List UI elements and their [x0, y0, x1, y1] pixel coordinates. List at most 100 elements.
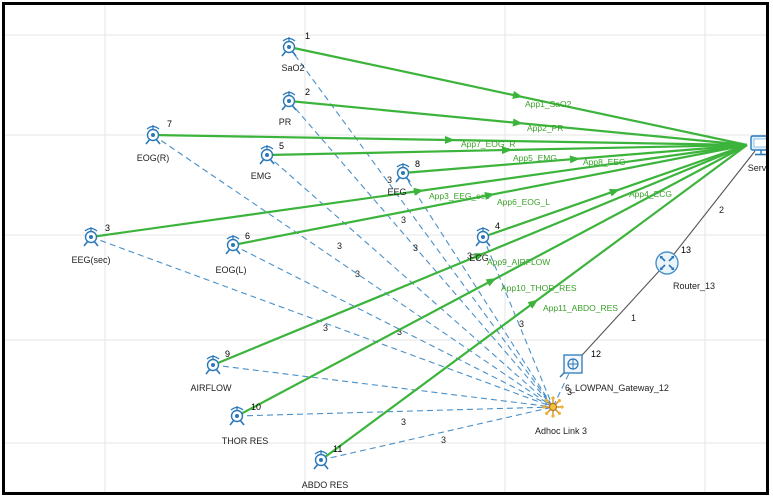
- app-link-label: App1_SaO2: [525, 99, 572, 109]
- node-id: 3: [105, 223, 110, 233]
- node-eegsec[interactable]: EEG(sec) 3: [71, 223, 110, 265]
- adhoc-link-label: 3: [387, 175, 392, 185]
- node-label: 6_LOWPAN_Gateway_12: [565, 383, 669, 393]
- node-adhoc[interactable]: Adhoc Link 3: [535, 396, 587, 436]
- app-link-arrow: [569, 155, 580, 164]
- adhoc-link-pr[interactable]: [288, 100, 554, 408]
- app-link-arrow: [512, 91, 523, 99]
- node-id: 10: [251, 402, 261, 412]
- adhoc-link-thor[interactable]: [236, 406, 554, 417]
- adhoc-link-label: 3: [467, 251, 472, 261]
- node-id: 2: [305, 87, 310, 97]
- node-id: 9: [225, 349, 230, 359]
- app-link-arrow: [527, 299, 539, 309]
- adhoc-link-label: 3: [355, 269, 360, 279]
- app-link-arrow: [485, 278, 497, 287]
- app-link-arrow: [473, 253, 485, 261]
- node-label: EMG: [251, 171, 272, 181]
- adhoc-link-eegsec[interactable]: [90, 236, 554, 408]
- app-link-label: App11_ABDO_RES: [543, 303, 618, 313]
- sensor-icon[interactable]: [145, 125, 161, 145]
- node-eogl[interactable]: EOG(L)6: [215, 231, 250, 275]
- node-server[interactable]: Server: [748, 135, 766, 173]
- node-sao2[interactable]: SaO2 1: [281, 31, 310, 73]
- node-label: ECG: [469, 253, 489, 263]
- node-id: 12: [591, 349, 601, 359]
- app-link-label: App4_ECG: [629, 189, 672, 199]
- adhoc-link-airflow[interactable]: [212, 364, 554, 408]
- wired-links: 21: [572, 150, 756, 366]
- app-link-arrow: [484, 192, 495, 200]
- node-thor[interactable]: THOR RES 10: [222, 402, 269, 446]
- sensor-icon[interactable]: [229, 406, 245, 426]
- sensor-icon[interactable]: [395, 163, 411, 183]
- sensor-icon[interactable]: [313, 450, 329, 470]
- node-emg[interactable]: EMG 5: [251, 141, 284, 181]
- wired-link-label: 2: [719, 205, 724, 215]
- app-link-label: App10_THOR_RES: [501, 283, 577, 293]
- node-id: 5: [279, 141, 284, 151]
- server-icon[interactable]: [750, 135, 766, 156]
- adhoc-link-label: 3: [567, 387, 572, 397]
- adhoc-link-ecg[interactable]: [482, 236, 554, 408]
- adhoc-link-label: 3: [337, 241, 342, 251]
- node-id: 6: [245, 231, 250, 241]
- adhoc-link-icon[interactable]: [542, 396, 564, 418]
- node-label: THOR RES: [222, 436, 269, 446]
- sensor-icon[interactable]: [281, 91, 297, 111]
- app-link-label: App2_PR: [527, 123, 563, 133]
- node-label: AIRFLOW: [190, 383, 232, 393]
- app-link-label: App8_EEG: [583, 157, 626, 167]
- wired-link-router-gateway[interactable]: [572, 268, 662, 366]
- node-label: EEG(sec): [71, 255, 110, 265]
- adhoc-link-emg[interactable]: [266, 154, 554, 408]
- adhoc-link-label: 3: [401, 417, 406, 427]
- grid: [5, 5, 766, 492]
- gateway-icon[interactable]: [559, 354, 583, 378]
- app-link-arrow: [501, 146, 512, 155]
- app-link-arrow: [444, 135, 455, 144]
- sensor-icon[interactable]: [281, 37, 297, 57]
- adhoc-link-eogr[interactable]: [152, 134, 554, 408]
- sensor-icon[interactable]: [83, 227, 99, 247]
- node-label: SaO2: [281, 63, 304, 73]
- node-label: ABDO RES: [302, 480, 349, 490]
- adhoc-link-gateway[interactable]: [552, 364, 574, 408]
- sensor-icon[interactable]: [205, 355, 221, 375]
- adhoc-link-eeg[interactable]: [402, 172, 554, 408]
- nodes: SaO21PR2EOG(R)7EMG5EEG8EEG(sec)3EOG(L)6E…: [71, 31, 766, 490]
- sensor-icon[interactable]: [259, 145, 275, 165]
- adhoc-link-label: 3: [413, 243, 418, 253]
- adhoc-link-label: 3: [323, 323, 328, 333]
- adhoc-link-label: 3: [441, 435, 446, 445]
- sensor-icon[interactable]: [225, 235, 241, 255]
- node-eogr[interactable]: EOG(R)7: [137, 119, 172, 163]
- node-pr[interactable]: PR2: [279, 87, 310, 127]
- app-link-arrow: [413, 187, 424, 196]
- node-label: EOG(R): [137, 153, 170, 163]
- app-link-arrow: [608, 188, 620, 197]
- app-link-arrow: [512, 118, 523, 127]
- wired-link-server-router[interactable]: [666, 150, 756, 264]
- adhoc-link-sao2[interactable]: [288, 46, 554, 408]
- sensor-icon[interactable]: [475, 227, 491, 247]
- app-link-label: App9_AIRFLOW: [487, 257, 550, 267]
- app-link-label: App3_EEG_sec: [429, 191, 490, 201]
- node-id: 1: [305, 31, 310, 41]
- adhoc-link-label: 3: [397, 327, 402, 337]
- app-link-label: App5_EMG: [513, 153, 557, 163]
- node-label: Server: [748, 163, 766, 173]
- app-link-label: App7_EOG_R: [461, 139, 515, 149]
- node-airflow[interactable]: AIRFLOW 9: [190, 349, 232, 393]
- node-gateway[interactable]: 6_LOWPAN_Gateway_12 12: [559, 349, 669, 393]
- router-icon[interactable]: [655, 251, 679, 275]
- app-link-label: App6_EOG_L: [497, 197, 550, 207]
